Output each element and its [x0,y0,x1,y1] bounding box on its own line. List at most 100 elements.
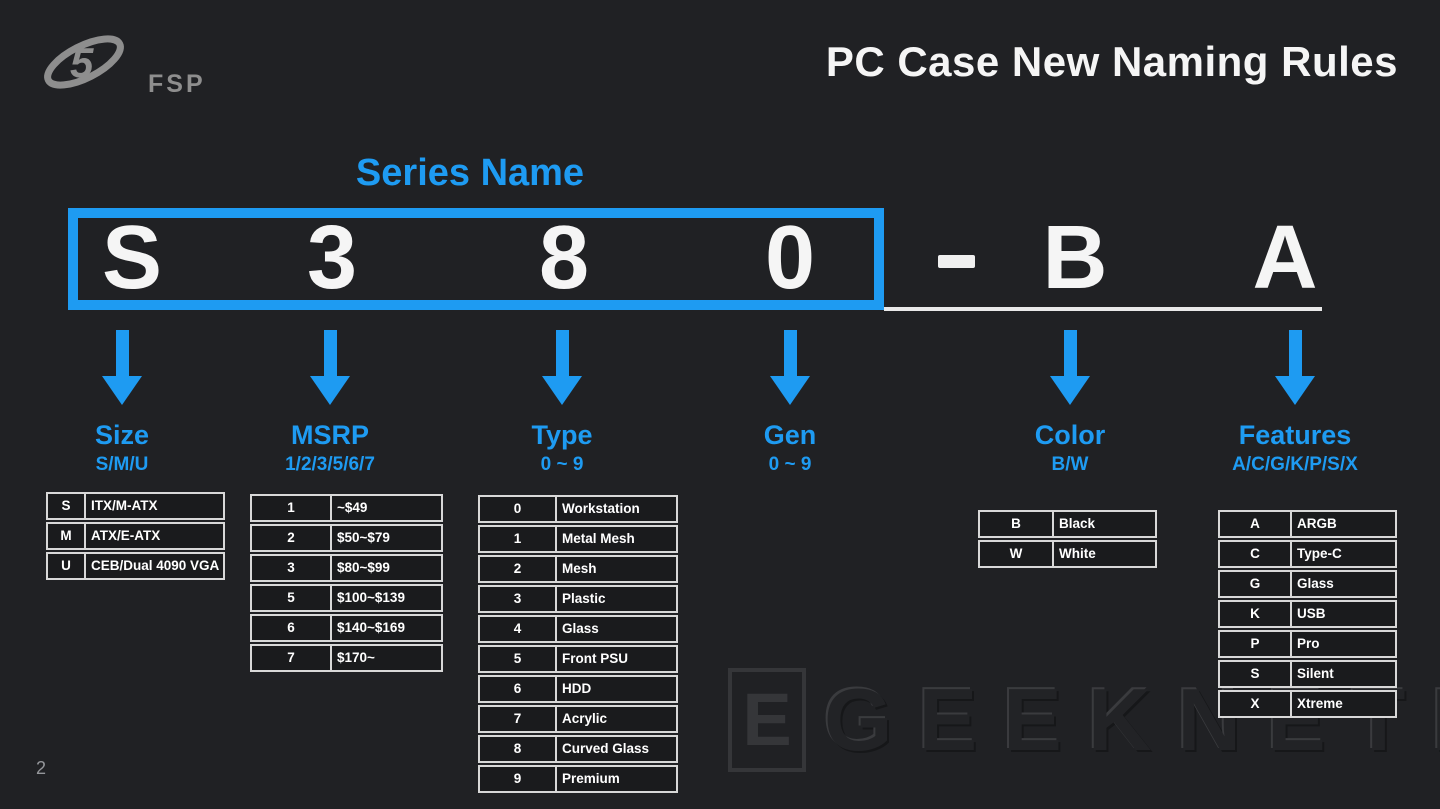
series-name-label: Series Name [355,152,585,194]
down-arrow-icon [452,330,672,405]
arrow-shaft [1063,330,1077,376]
table-row: 1~$49 [250,494,443,522]
table-row: 3$80~$99 [250,554,443,582]
column-title: Features [1238,420,1352,450]
table-cell: ITX/M-ATX [84,492,226,520]
table-cell: G [1218,570,1290,598]
table-cell: P [1218,630,1290,658]
page-title: PC Case New Naming Rules [825,38,1398,85]
table-row: 5$100~$139 [250,584,443,612]
table-cell: USB [1290,600,1397,628]
table-cell: Glass [1290,570,1397,598]
table-cell: Glass [555,615,678,643]
table-cell: Xtreme [1290,690,1397,718]
arrow-head [310,376,350,405]
table-cell: C [1218,540,1290,568]
column-subtitle: 0 ~ 9 [540,454,584,475]
table-cell: X [1218,690,1290,718]
table-cell: 0 [478,495,555,523]
fsp-logo-icon: 5 [36,32,146,103]
table-cell: 3 [250,554,330,582]
code-char-msrp: 3 [306,208,358,308]
svg-text:5: 5 [70,39,94,86]
column-subtitle: B/W [1051,454,1089,475]
down-arrow-icon [220,330,440,405]
table-cell: U [46,552,84,580]
table-cell: K [1218,600,1290,628]
column-features: Features A/C/G/K/P/S/X [1185,330,1405,476]
table-cell: Curved Glass [555,735,678,763]
table-cell: 6 [478,675,555,703]
table-cell: 1 [478,525,555,553]
table-cell: $50~$79 [330,524,443,552]
geeknetic-logo-letter: E [742,678,792,761]
table-cell: 7 [478,705,555,733]
table-cell: 2 [478,555,555,583]
table-cell: $80~$99 [330,554,443,582]
table-cell: 7 [250,644,330,672]
column-type: Type 0 ~ 9 [452,330,672,476]
arrow-shaft [323,330,337,376]
down-arrow-icon [680,330,900,405]
table-cell: Premium [555,765,678,793]
table-cell: Plastic [555,585,678,613]
table-cell: $140~$169 [330,614,443,642]
table-cell: Pro [1290,630,1397,658]
table-cell: 4 [478,615,555,643]
column-title: Color [1034,420,1106,450]
code-char-type: 8 [538,208,590,308]
column-subtitle: 1/2/3/5/6/7 [285,454,375,475]
column-color: Color B/W [960,330,1180,476]
table-cell: Mesh [555,555,678,583]
table-cell: B [978,510,1052,538]
table-cell: $100~$139 [330,584,443,612]
arrow-head [1050,376,1090,405]
table-cell: Type-C [1290,540,1397,568]
table-cell: ~$49 [330,494,443,522]
table-cell: 9 [478,765,555,793]
arrow-head [102,376,142,405]
table-row: 2$50~$79 [250,524,443,552]
down-arrow-icon [1185,330,1405,405]
column-title: Gen [763,420,817,450]
down-arrow-icon [12,330,232,405]
column-title: Type [531,420,593,450]
table-cell: S [46,492,84,520]
column-gen: Gen 0 ~ 9 [680,330,900,476]
table-cell: White [1052,540,1157,568]
arrow-head [542,376,582,405]
column-subtitle: A/C/G/K/P/S/X [1232,454,1358,475]
fsp-logo: 5 FSP [36,32,206,103]
table-cell: S [1218,660,1290,688]
table-cell: $170~ [330,644,443,672]
table-cell: 8 [478,735,555,763]
column-title: MSRP [290,420,369,450]
table-cell: 2 [250,524,330,552]
table-row: 7$170~ [250,644,443,672]
table-cell: M [46,522,84,550]
table-cell: A [1218,510,1290,538]
column-msrp: MSRP 1/2/3/5/6/7 [220,330,440,476]
code-char-features: A [1252,208,1318,308]
arrow-head [1275,376,1315,405]
table-cell: CEB/Dual 4090 VGA [84,552,226,580]
code-char-gen: 0 [764,208,816,308]
table-cell: 6 [250,614,330,642]
